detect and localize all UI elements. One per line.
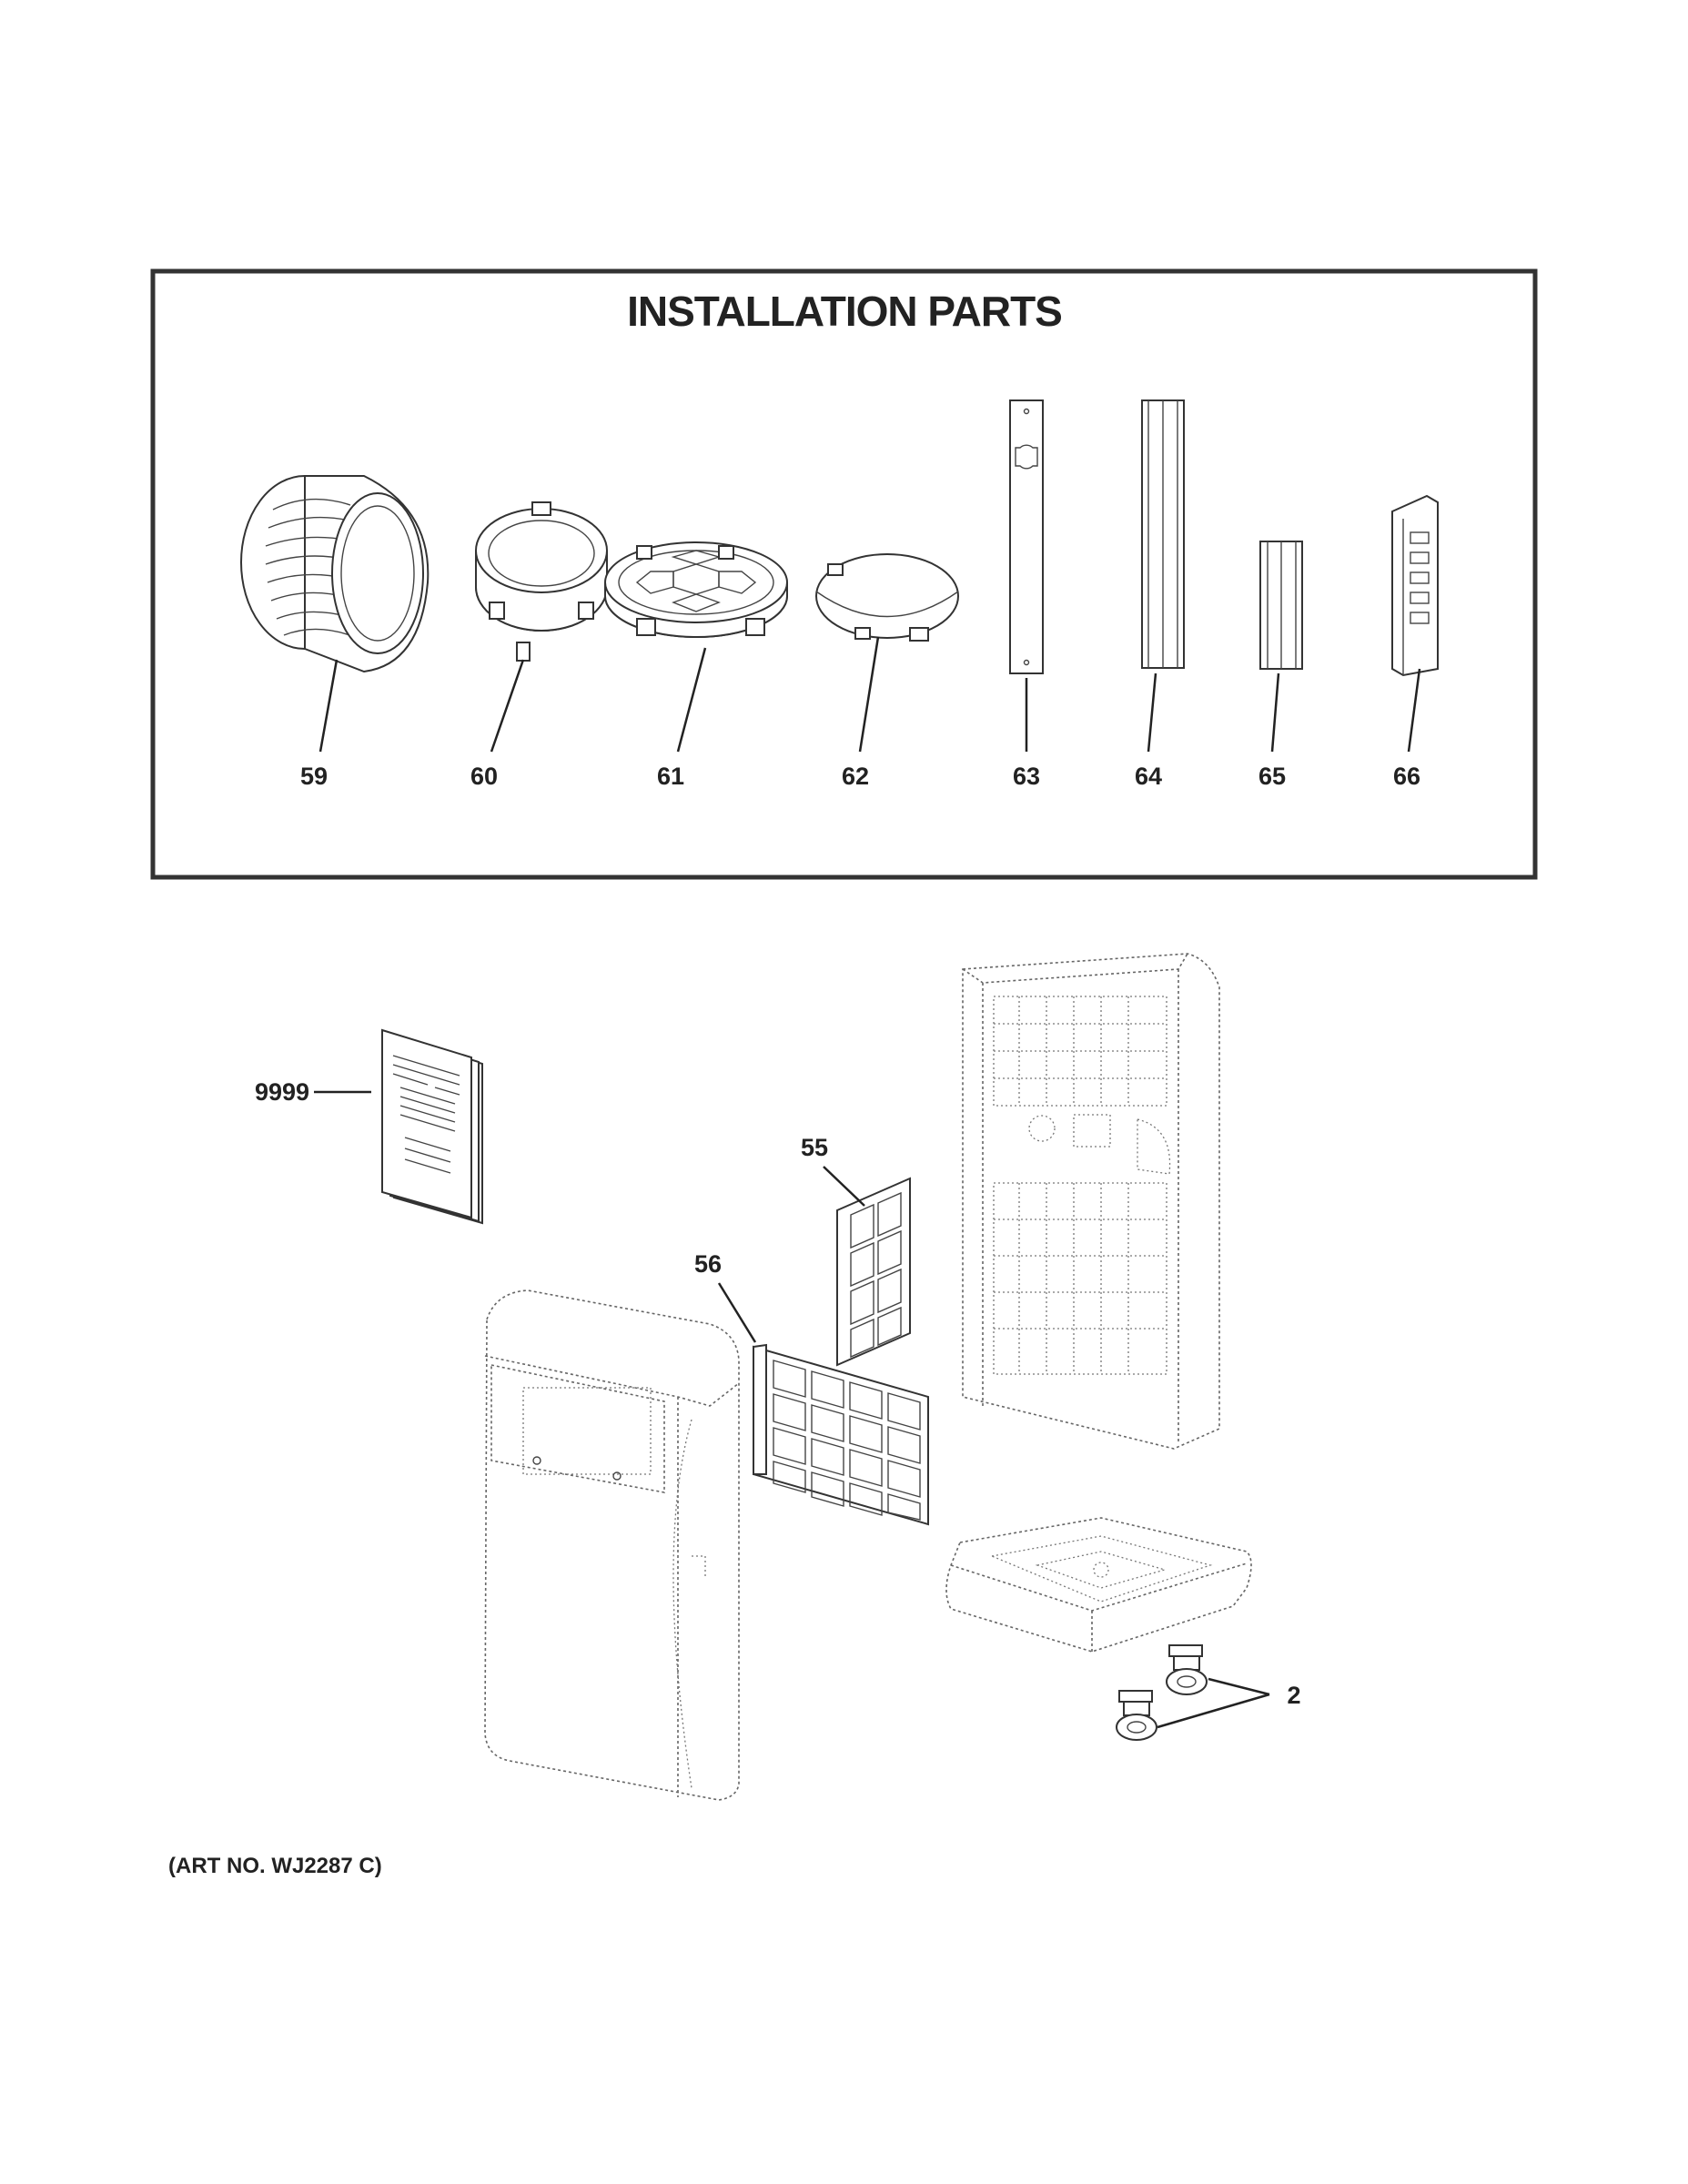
callout-66: 66 [1393,763,1420,790]
leader-66 [1407,668,1421,753]
callout-60: 60 [470,763,498,790]
remote-control-part [1391,494,1439,677]
leader-2b [1157,1693,1270,1729]
window-adapter-part [604,541,788,638]
leader-65 [1270,672,1280,753]
callout-9999: 9999 [255,1078,309,1106]
leader-59 [318,659,339,753]
leader-55 [823,1166,865,1207]
callout-62: 62 [842,763,869,790]
base-pan [945,1517,1252,1653]
long-panel-part [1141,399,1185,669]
installation-parts-frame [150,268,1538,880]
filter-55-part [836,1177,911,1367]
caster-upper [1166,1644,1208,1695]
callout-56: 56 [694,1250,722,1278]
front-cabinet [484,1289,740,1801]
rear-cabinet [962,953,1220,1450]
short-panel-part [1259,541,1303,670]
leader-56 [717,1282,757,1343]
callout-65: 65 [1258,763,1286,790]
caster-lower [1116,1690,1157,1741]
exhaust-hose-part [240,475,430,673]
callout-61: 61 [657,763,684,790]
leader-62 [858,636,880,753]
art-number: (ART NO. WJ2287 C) [168,1854,382,1878]
leader-61 [676,647,707,753]
callout-63: 63 [1013,763,1040,790]
callout-64: 64 [1135,763,1162,790]
callout-2: 2 [1287,1682,1300,1709]
leader-60 [490,659,525,753]
filter-56-part [753,1343,929,1526]
installation-parts-title: INSTALLATION PARTS [627,288,1062,335]
window-panel-part [1009,399,1044,674]
leader-2a [1208,1677,1270,1696]
leader-64 [1147,672,1157,753]
callout-59: 59 [300,763,328,790]
owners-manual-part [381,1028,483,1225]
callout-55: 55 [801,1134,828,1161]
cap-part [815,553,959,642]
hose-adapter-part [475,501,608,662]
